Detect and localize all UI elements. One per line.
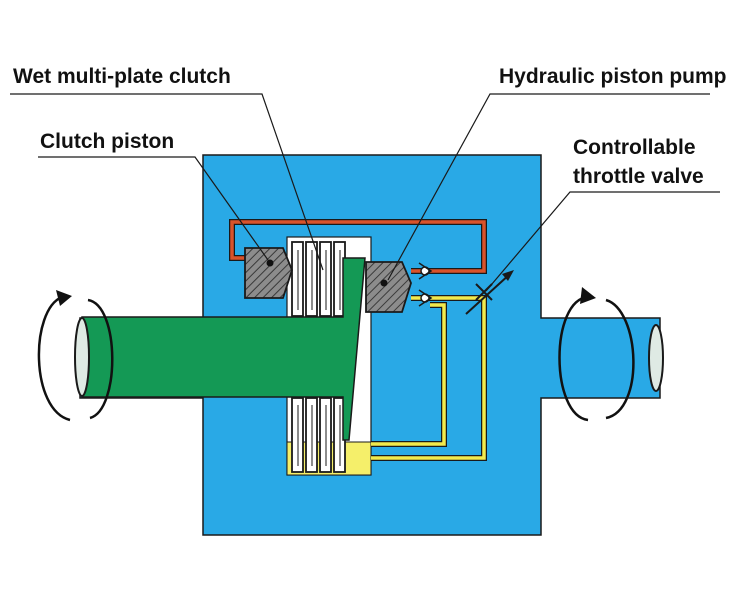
pump-check-valves: [418, 262, 433, 307]
clutch-piston: [244, 247, 293, 299]
label-throttle-valve: throttle valve: [573, 165, 704, 188]
label-hydraulic-piston-pump: Hydraulic piston pump: [499, 65, 727, 88]
label-clutch-piston: Clutch piston: [40, 130, 174, 153]
clutch-plates-upper: [291, 241, 346, 317]
input-shaft: [81, 257, 366, 441]
label-controllable: Controllable: [573, 136, 696, 159]
label-wet-multi-plate-clutch: Wet multi-plate clutch: [13, 65, 231, 88]
clutch-plates-lower: [291, 397, 346, 473]
hydraulic-piston-pump: [365, 261, 412, 313]
output-rotation-arrow: [558, 287, 635, 422]
input-shaft-end: [74, 317, 90, 397]
input-rotation-arrow: [37, 290, 114, 422]
output-shaft-end: [648, 324, 664, 392]
leader-lines: [10, 93, 720, 292]
